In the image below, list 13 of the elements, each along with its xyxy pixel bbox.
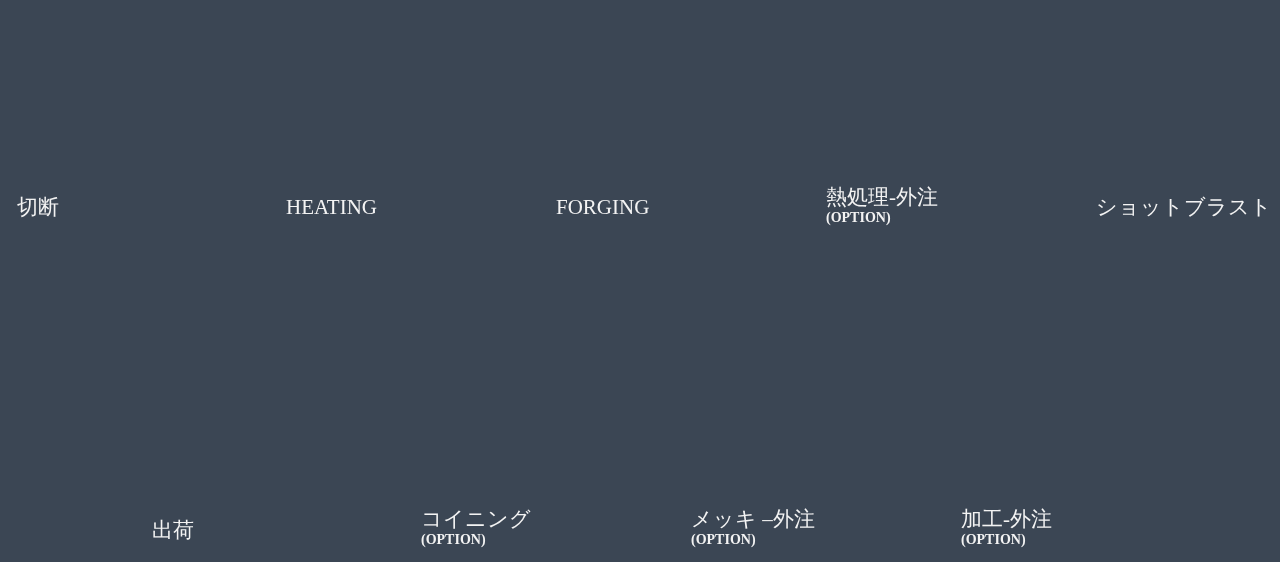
option-note: (OPTION) [961,533,1026,547]
step-label: 熱処理-外注 [826,187,938,208]
option-note: (OPTION) [826,211,891,225]
step-label: ショットブラスト [1096,197,1272,218]
option-note: (OPTION) [691,533,756,547]
step-label: 出荷 [152,520,194,541]
step-label: HEATING [286,197,377,218]
step-label: メッキ –外注 [691,509,815,530]
step-label: 切断 [17,197,59,218]
option-note: (OPTION) [421,533,486,547]
step-label: 加工-外注 [961,509,1052,530]
step-label: FORGING [556,197,650,218]
step-label: コイニング [421,509,531,530]
